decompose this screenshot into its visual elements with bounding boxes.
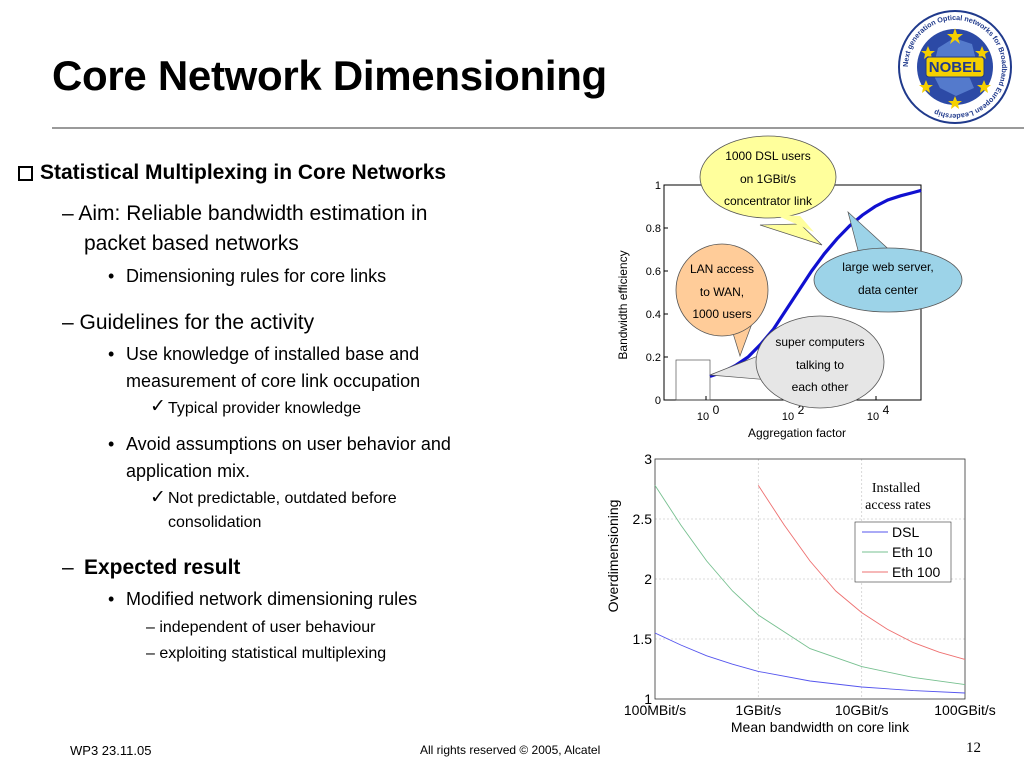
- guideline-1-check: Typical provider knowledge: [168, 400, 361, 417]
- plot-frame: [654, 458, 966, 700]
- footer-copyright: All rights reserved © 2005, Alcatel: [420, 743, 601, 757]
- expected-bullet: Modified network dimensioning rules: [126, 589, 418, 609]
- bullet-icon: •: [108, 589, 115, 609]
- callout-line: 1000 DSL users: [725, 149, 811, 163]
- callout-line: LAN access: [690, 262, 754, 276]
- guideline-1-line-2: measurement of core link occupation: [126, 371, 421, 391]
- x-tick-label: 1GBit/s: [735, 702, 781, 718]
- guideline-2-check-line-2: consolidation: [168, 514, 262, 531]
- callout-line: each other: [792, 380, 849, 394]
- x-tick-label: 10: [697, 411, 709, 423]
- y-tick-label: 0.6: [646, 266, 661, 278]
- callout-line: to WAN,: [700, 285, 744, 299]
- expected-sub-1: – independent of user behaviour: [146, 619, 376, 636]
- y-tick-label: 0.2: [646, 352, 661, 364]
- y-tick-label: 0.8: [646, 223, 661, 235]
- x-tick-exponent: 0: [713, 403, 720, 417]
- check-icon: ✓: [150, 487, 166, 508]
- x-axis-label: Aggregation factor: [748, 426, 846, 440]
- y-tick-label: 1: [644, 691, 652, 707]
- overdimensioning-chart: 1 1.5 2 2.5 3 100MBit/s 1GBit/s 10GBit/s 100GBi…: [605, 451, 996, 735]
- callout-line: super computers: [775, 335, 864, 349]
- slide-title: Core Network Dimensioning: [52, 52, 607, 99]
- callout-line: data center: [858, 283, 918, 297]
- title-divider: [52, 127, 1024, 129]
- legend-label: Eth 100: [892, 564, 940, 580]
- x-tick-label: 100MBit/s: [624, 702, 686, 718]
- series-line-eth-10: [654, 485, 966, 686]
- callout-line: large web server,: [842, 260, 933, 274]
- x-tick-exponent: 2: [798, 403, 805, 417]
- y-tick-label: 0.4: [646, 309, 661, 321]
- aim-line-2: packet based networks: [84, 232, 299, 255]
- guideline-1-line-1: Use knowledge of installed base and: [126, 344, 420, 364]
- expected-result-heading: Expected result: [84, 556, 241, 579]
- legend-title-line: Installed: [872, 481, 920, 496]
- callout-web-server: large web server, data center: [813, 210, 963, 313]
- logo-wordmark: NOBEL: [929, 59, 982, 76]
- y-axis-label: Overdimensioning: [605, 500, 621, 613]
- x-tick-label: 10: [782, 411, 794, 423]
- y-tick-label: 0: [655, 395, 661, 407]
- inset-marker: [675, 359, 711, 401]
- bullet-icon: •: [108, 344, 115, 364]
- aim-bullet: Dimensioning rules for core links: [126, 266, 387, 286]
- aim-line-1: – Aim: Reliable bandwidth estimation in: [62, 202, 428, 225]
- series-line-dsl: [654, 632, 966, 694]
- dash-icon: –: [62, 556, 74, 579]
- efficiency-curve: [709, 188, 922, 378]
- section-heading: Statistical Multiplexing in Core Network…: [40, 161, 447, 184]
- y-tick-label: 2.5: [633, 511, 653, 527]
- callout-line: concentrator link: [724, 194, 813, 208]
- y-tick-label: 3: [644, 451, 652, 467]
- series-line-eth-100: [757, 485, 966, 660]
- legend-label: Eth 10: [892, 544, 933, 560]
- footer-left: WP3 23.11.05: [70, 743, 152, 758]
- callout-dsl-users: 1000 DSL users on 1GBit/s concentrator l…: [699, 135, 837, 246]
- checkbox-bullet-icon: [18, 166, 33, 181]
- callout-line: on 1GBit/s: [740, 172, 796, 186]
- x-axis-label: Mean bandwidth on core link: [731, 719, 910, 735]
- y-tick-label: 1.5: [633, 631, 653, 647]
- y-tick-label: 2: [644, 571, 652, 587]
- x-tick-label: 10: [867, 411, 879, 423]
- bandwidth-efficiency-chart: 0 0.2 0.4 0.6 0.8 1 10 0 10 2 10 4 Bandwidth effic…: [616, 135, 963, 440]
- expected-sub-2: – exploiting statistical multiplexing: [146, 645, 387, 662]
- guideline-2-check-line-1: Not predictable, outdated before: [168, 490, 397, 507]
- guidelines-heading: – Guidelines for the activity: [62, 311, 315, 334]
- callout-line: talking to: [796, 358, 844, 372]
- x-tick-label: 100GBit/s: [934, 702, 995, 718]
- callout-lan-access: LAN access to WAN, 1000 users: [675, 243, 769, 358]
- y-axis-label: Bandwidth efficiency: [616, 250, 630, 359]
- x-tick-exponent: 4: [883, 403, 890, 417]
- callout-line: 1000 users: [692, 307, 751, 321]
- bullet-icon: •: [108, 266, 115, 286]
- page-number: 12: [966, 740, 981, 756]
- guideline-2-line-1: Avoid assumptions on user behavior and: [126, 434, 451, 454]
- legend-label: DSL: [892, 524, 919, 540]
- guideline-2-line-2: application mix.: [126, 461, 251, 481]
- y-tick-label: 1: [655, 180, 661, 192]
- check-icon: ✓: [150, 396, 166, 417]
- callout-super-computers: super computers talking to each other: [709, 315, 885, 409]
- bullet-icon: •: [108, 434, 115, 454]
- x-tick-label: 10GBit/s: [835, 702, 889, 718]
- nobel-logo: Next generation Optical networks for Bro…: [898, 10, 1012, 124]
- legend-title-line: access rates: [865, 498, 931, 513]
